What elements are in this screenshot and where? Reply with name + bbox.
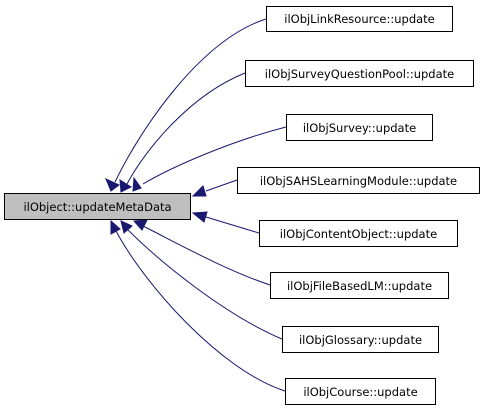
call-edge	[142, 126, 287, 185]
caller-node[interactable]: ilObjContentObject::update	[259, 220, 458, 247]
caller-node[interactable]: ilObjGlossary::update	[282, 326, 439, 353]
caller-node-label: ilObjLinkResource::update	[284, 12, 435, 26]
call-edge	[126, 228, 283, 340]
call-edge	[126, 72, 246, 185]
arrowhead-icon	[191, 211, 208, 223]
arrowhead-icon	[132, 176, 142, 192]
caller-node[interactable]: ilObjLinkResource::update	[266, 6, 453, 32]
root-node[interactable]: ilObject::updateMetaData	[4, 193, 191, 220]
root-node-label: ilObject::updateMetaData	[23, 199, 172, 214]
caller-node-label: ilObjGlossary::update	[298, 332, 423, 347]
call-edges	[105, 18, 287, 392]
arrowhead-icon	[110, 219, 121, 235]
caller-node-label: ilObjSurvey::update	[302, 120, 417, 135]
caller-node-label: ilObjContentObject::update	[279, 226, 438, 241]
caller-node-label: ilObjFileBasedLM::update	[286, 278, 433, 293]
call-edge	[142, 225, 271, 286]
caller-node[interactable]: ilObjCourse::update	[285, 378, 436, 405]
call-edge	[205, 179, 238, 192]
caller-node[interactable]: ilObjSAHSLearningModule::update	[237, 167, 480, 194]
caller-node[interactable]: ilObjSurvey::update	[286, 114, 433, 141]
caller-node[interactable]: ilObjSurveyQuestionPool::update	[245, 60, 474, 87]
call-edge	[205, 216, 260, 234]
arrowhead-icon	[119, 179, 133, 193]
call-edge	[115, 230, 286, 392]
caller-node-label: ilObjSurveyQuestionPool::update	[264, 66, 455, 81]
caller-node[interactable]: ilObjFileBasedLM::update	[270, 272, 449, 299]
arrowhead-icon	[191, 185, 207, 197]
arrowhead-icon	[120, 220, 133, 234]
arrowhead-icon	[105, 178, 120, 192]
caller-node-label: ilObjCourse::update	[303, 384, 418, 399]
arrowhead-icon	[132, 219, 148, 231]
call-edge	[114, 18, 267, 183]
caller-node-label: ilObjSAHSLearningModule::update	[259, 173, 458, 188]
